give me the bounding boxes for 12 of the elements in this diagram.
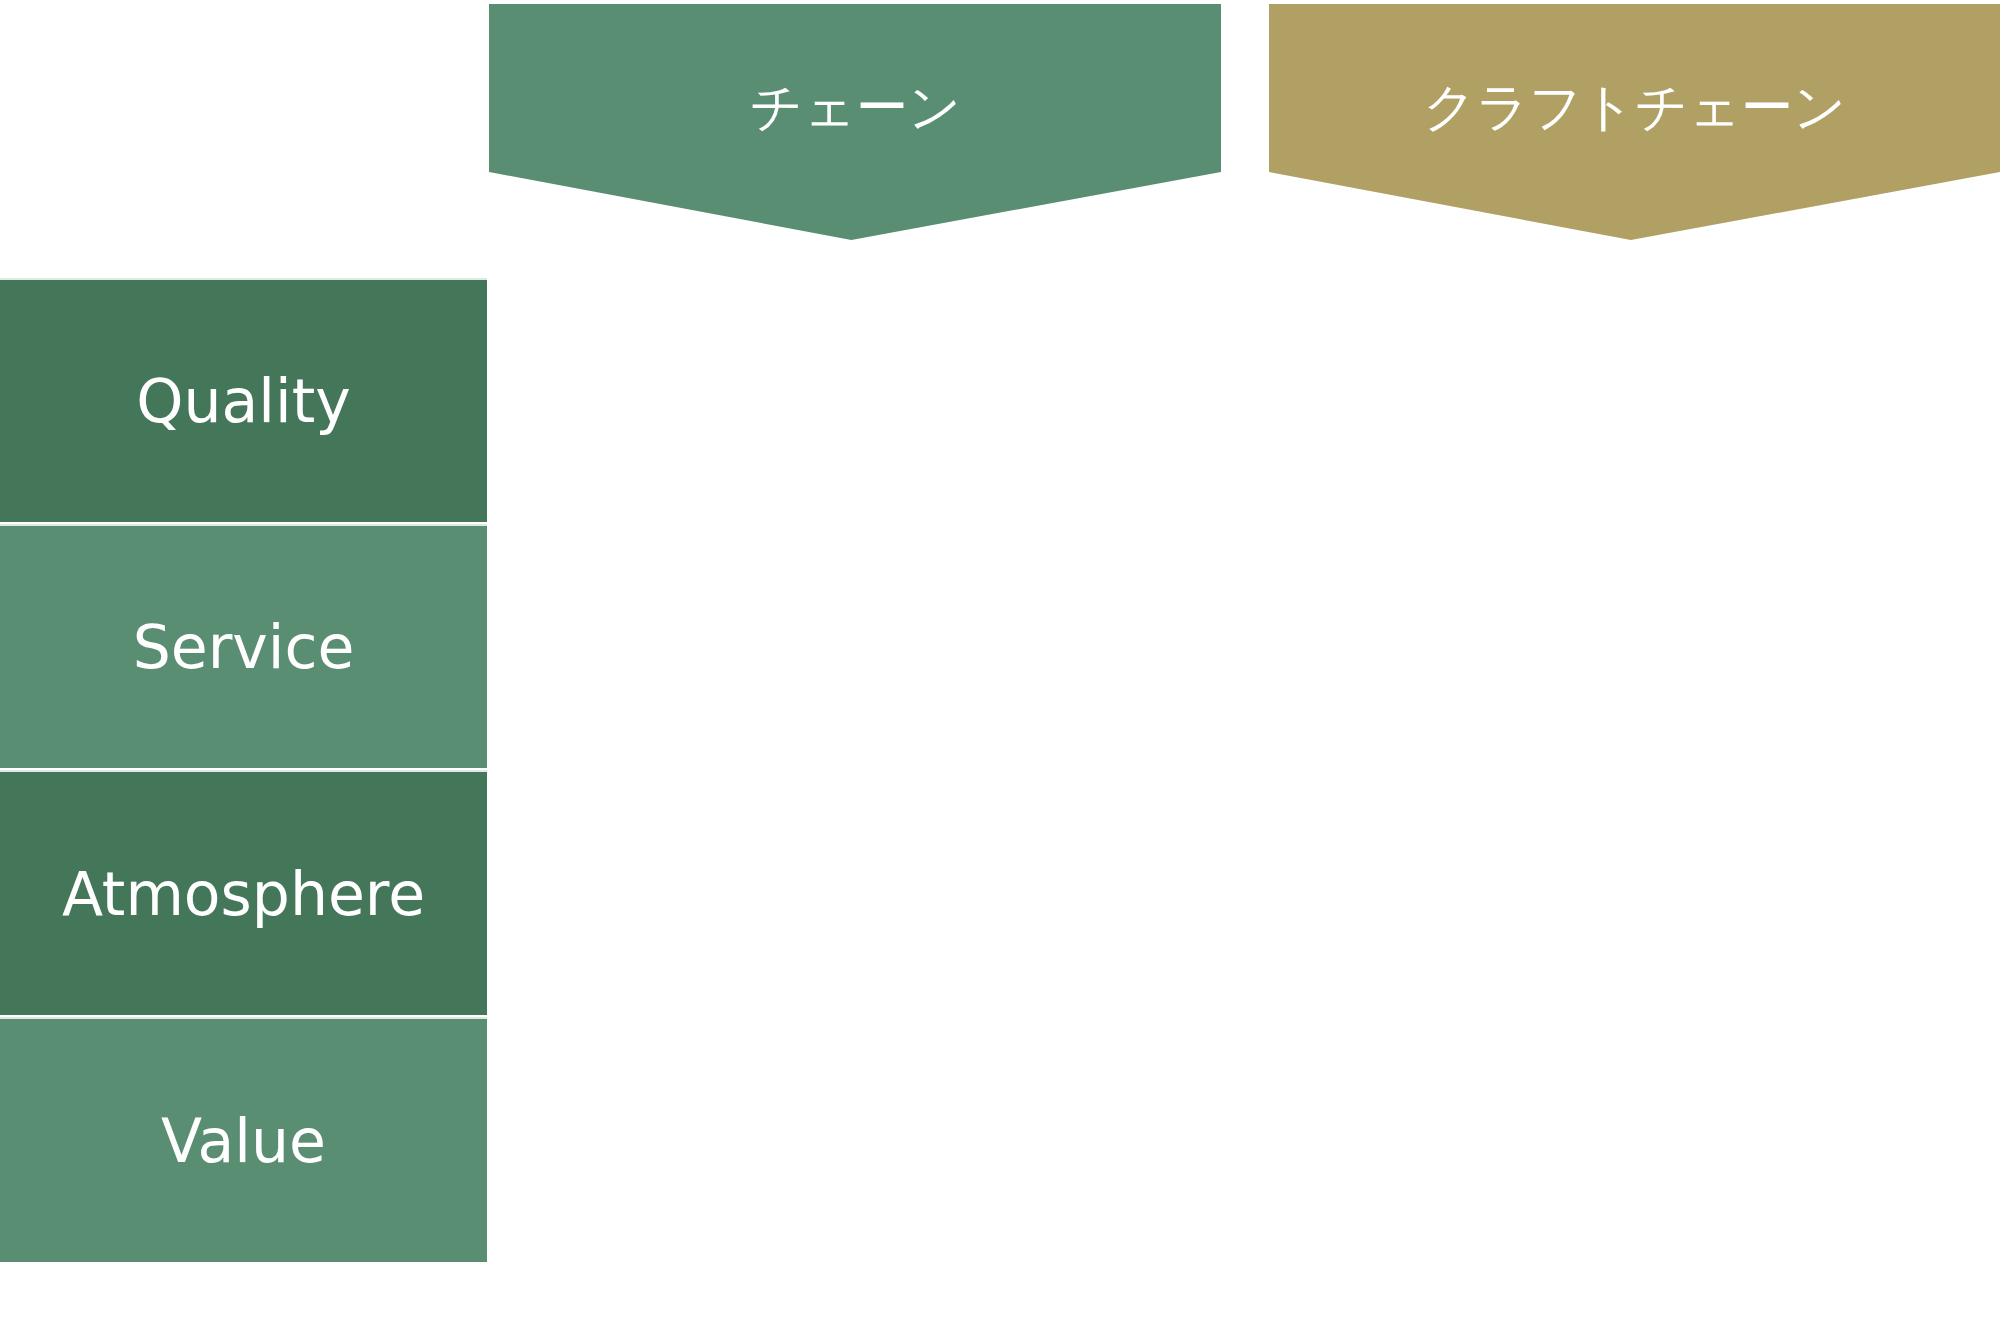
category-label: Atmosphere [61, 858, 426, 929]
header-label: クラフトチェーン [1423, 75, 1846, 139]
category-label: Value [161, 1105, 326, 1176]
category-band [0, 1017, 487, 1262]
chevron-header [489, 4, 1221, 240]
category-label: Service [132, 612, 355, 682]
header-label: チェーン [749, 75, 961, 139]
category-band [0, 524, 487, 768]
category-band [0, 278, 487, 522]
chevron-header [1269, 4, 2000, 240]
category-band [0, 770, 487, 1015]
category-label: Quality [136, 366, 351, 436]
